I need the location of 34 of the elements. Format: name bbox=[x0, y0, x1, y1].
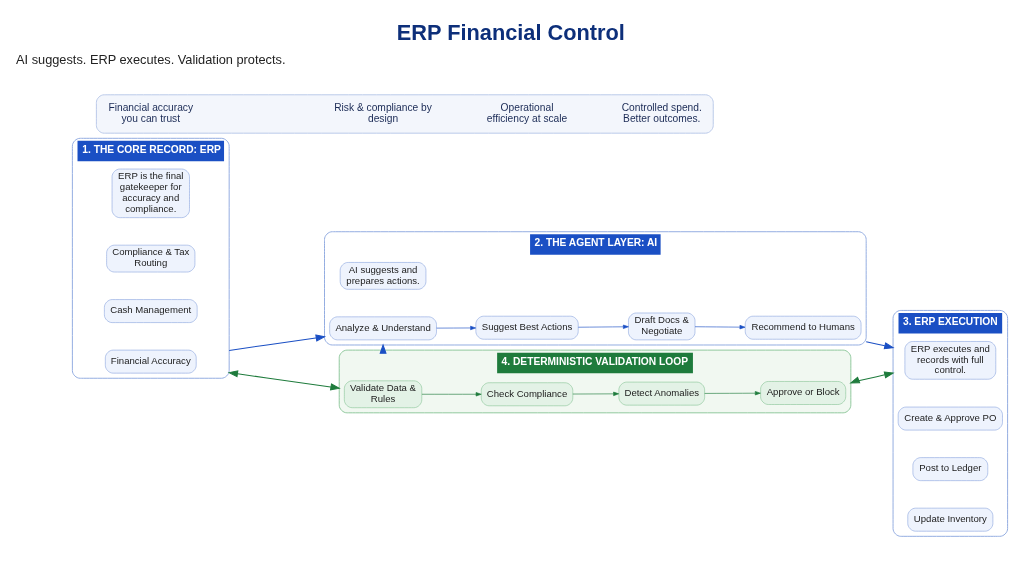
arrow bbox=[849, 371, 895, 384]
arrow bbox=[694, 325, 746, 330]
arrow bbox=[572, 391, 619, 396]
node-box: Post to Ledger bbox=[912, 457, 989, 481]
node-text: Operational efficiency at scale bbox=[486, 101, 568, 125]
node-box: Approve or Block bbox=[760, 381, 847, 405]
arrow bbox=[228, 334, 327, 351]
node-text: Financial accuracy you can trust bbox=[108, 101, 194, 125]
node-box: Draft Docs & Negotiate bbox=[628, 312, 696, 341]
node-box: ERP is the final gatekeeper for accuracy and compliance. bbox=[111, 168, 190, 218]
node-box: Analyze & Understand bbox=[329, 316, 437, 341]
node-text: Controlled spend. Better outcomes. bbox=[621, 101, 702, 125]
label: AI suggests. ERP executes. Validation protects. bbox=[16, 52, 286, 68]
diagram-title: ERP Financial Control bbox=[396, 19, 625, 45]
arrow bbox=[421, 392, 482, 397]
node-box: Detect Anomalies bbox=[618, 381, 705, 406]
node-box: Validate Data & Rules bbox=[344, 380, 423, 408]
node-box: ERP executes and records with full control. bbox=[904, 341, 997, 380]
arrow bbox=[436, 325, 476, 331]
node-box: Financial Accuracy bbox=[105, 349, 197, 374]
cluster bbox=[95, 94, 714, 134]
node-box: Suggest Best Actions bbox=[475, 315, 579, 340]
node-box: Check Compliance bbox=[480, 382, 574, 407]
node-box: Update Inventory bbox=[907, 507, 994, 532]
arrow bbox=[704, 391, 761, 396]
node-box: Cash Management bbox=[104, 299, 198, 323]
arrow bbox=[227, 370, 341, 391]
node-text: Risk & compliance by design bbox=[334, 101, 432, 125]
arrow bbox=[865, 341, 895, 350]
node-box: Compliance & Tax Routing bbox=[106, 244, 196, 273]
node-box: Recommend to Humans bbox=[744, 315, 862, 340]
arrow bbox=[578, 324, 629, 329]
node-box: Create & Approve PO bbox=[897, 406, 1003, 431]
node-box: AI suggests and prepares actions. bbox=[339, 262, 427, 290]
